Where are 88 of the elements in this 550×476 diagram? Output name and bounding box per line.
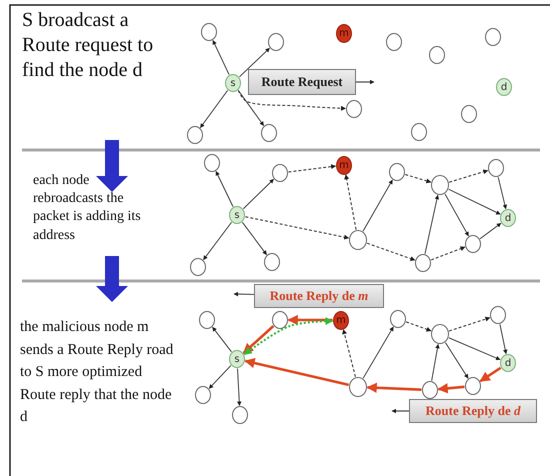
arrow: [356, 80, 374, 84]
description-text: S broadcast a Route request to find the node d: [22, 8, 154, 83]
arrow: [238, 90, 346, 111]
arrow: [499, 324, 508, 354]
network-node: [349, 230, 367, 250]
message-label: Route Request: [248, 69, 356, 95]
arrow: [212, 326, 232, 352]
arrow: [342, 329, 356, 378]
arrow: [237, 368, 242, 406]
arrow: [480, 222, 502, 240]
arrow: [344, 174, 357, 230]
network-node: [268, 33, 284, 51]
network-node: [264, 253, 280, 271]
arrow: [392, 408, 410, 414]
arrow: [242, 178, 274, 210]
description-text: each node rebroadcasts the packet is adding its address: [33, 172, 142, 245]
arrow: [448, 188, 501, 215]
arrow: [238, 90, 264, 126]
network-node: [349, 377, 367, 397]
network-node: [232, 406, 248, 424]
network-node: d: [500, 209, 516, 227]
message-label: Route Reply de d: [409, 399, 537, 423]
arrow: [203, 222, 232, 260]
arrow: [200, 90, 228, 128]
network-node: [187, 126, 203, 144]
network-node: [461, 105, 477, 123]
double-arrow: [244, 317, 334, 356]
network-node: [465, 377, 481, 395]
arrow: [444, 193, 469, 236]
network-node: [488, 159, 504, 177]
arrow: [448, 316, 490, 332]
network-node: m: [336, 24, 352, 42]
network-node: [204, 154, 220, 172]
network-node: [389, 163, 405, 181]
network-node: [272, 164, 288, 182]
network-node: [465, 235, 481, 253]
network-node: [195, 386, 211, 404]
arrow: [448, 169, 488, 183]
arrow: [431, 344, 440, 382]
arrow: [244, 216, 350, 240]
arrow: [242, 222, 267, 256]
network-node: [431, 175, 449, 195]
arrow: [208, 365, 232, 389]
arrow: [242, 325, 274, 354]
network-node: [386, 33, 402, 51]
network-node: [429, 46, 445, 64]
network-node: [431, 324, 449, 344]
network-node: s: [229, 350, 245, 368]
arrow: [366, 382, 422, 393]
network-node: s: [225, 74, 241, 92]
network-node: [485, 28, 501, 46]
arrow: [362, 180, 393, 232]
network-node: s: [229, 206, 245, 224]
arrow: [239, 48, 270, 78]
arrow: [216, 170, 234, 208]
arrow: [406, 321, 432, 332]
network-node: [346, 100, 362, 118]
message-label: Route Reply de m: [254, 284, 384, 308]
network-node: [411, 123, 427, 141]
arrow: [479, 366, 502, 382]
arrow: [287, 314, 332, 326]
network-node: d: [496, 78, 512, 96]
arrow: [448, 337, 500, 360]
network-node: [415, 254, 431, 272]
arrow: [424, 194, 440, 254]
network-node: [272, 311, 288, 329]
arrow: [430, 246, 466, 260]
arrow: [288, 164, 336, 172]
arrow: [362, 326, 394, 379]
network-node: [422, 381, 438, 399]
network-node: [201, 23, 217, 41]
arrow: [404, 174, 432, 184]
description-text: the malicious node m sends a Route Reply road to S more optimized Route reply that the node d: [20, 318, 174, 427]
network-node: [199, 311, 215, 329]
network-node: [390, 310, 406, 328]
network-node: [190, 258, 206, 276]
network-node: m: [336, 156, 352, 174]
arrow: [244, 358, 349, 386]
arrow: [445, 342, 469, 379]
network-node: [490, 306, 506, 324]
arrow: [234, 292, 254, 296]
arrow: [498, 176, 508, 210]
arrow: [212, 40, 230, 76]
network-node: d: [500, 354, 516, 372]
arrow: [366, 242, 416, 261]
network-node: [261, 124, 277, 142]
arrow: [437, 383, 465, 394]
network-node: m: [333, 310, 349, 330]
